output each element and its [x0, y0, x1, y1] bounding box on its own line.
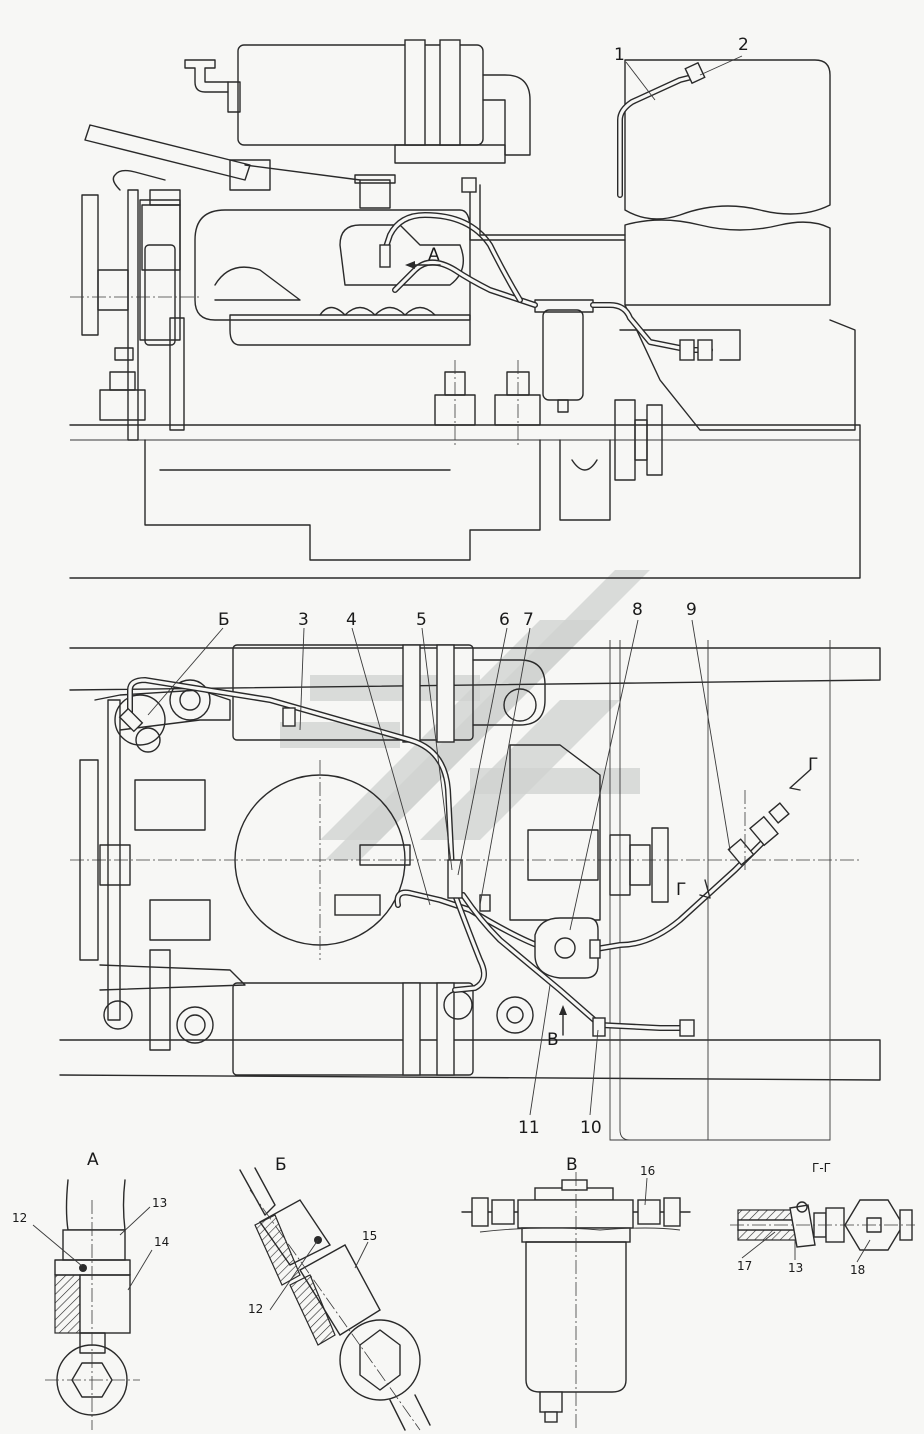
- callout-10: 10: [580, 1118, 602, 1138]
- callout-13-detail-gg: 13: [788, 1261, 803, 1275]
- callout-15: 15: [362, 1229, 377, 1243]
- detail-gg: [730, 1199, 915, 1263]
- callout-3: 3: [298, 610, 309, 630]
- detail-title-b: Б: [275, 1155, 287, 1175]
- view-mark-v: В: [547, 1030, 559, 1050]
- callout-8: 8: [632, 600, 643, 620]
- detail-a: [32, 1179, 153, 1430]
- callout-labels: 1 2 3 4 5 6 7 8 9 10 11 12 13 14 12 15 1…: [12, 35, 865, 1316]
- callout-1: 1: [614, 45, 625, 65]
- callout-4: 4: [346, 610, 357, 630]
- plan-view: [59, 261, 881, 1141]
- detail-v: [461, 1172, 691, 1430]
- detail-title-a: А: [87, 1150, 99, 1170]
- leader-lines: [147, 55, 743, 1116]
- callout-17: 17: [737, 1259, 752, 1273]
- section-mark-g-1: Г: [808, 755, 818, 775]
- view-mark-a: А: [428, 245, 440, 265]
- callout-2: 2: [738, 35, 749, 55]
- callout-11: 11: [518, 1118, 540, 1138]
- view-mark-b: Б: [218, 610, 230, 630]
- detail-title-v: В: [566, 1155, 578, 1175]
- detail-b: [239, 1167, 431, 1431]
- callout-18: 18: [850, 1263, 865, 1277]
- detail-title-gg: Г-Г: [812, 1161, 831, 1175]
- callout-12-detail-b: 12: [248, 1302, 263, 1316]
- callout-9: 9: [686, 600, 697, 620]
- callout-13-detail-a: 13: [152, 1196, 167, 1210]
- callout-12-detail-a: 12: [12, 1211, 27, 1225]
- side-elevation-view: [69, 39, 861, 579]
- callout-16: 16: [640, 1164, 655, 1178]
- callout-7: 7: [523, 610, 534, 630]
- section-mark-g-2: Г: [676, 880, 686, 900]
- callout-5: 5: [416, 610, 427, 630]
- callout-14: 14: [154, 1235, 169, 1249]
- callout-6: 6: [499, 610, 510, 630]
